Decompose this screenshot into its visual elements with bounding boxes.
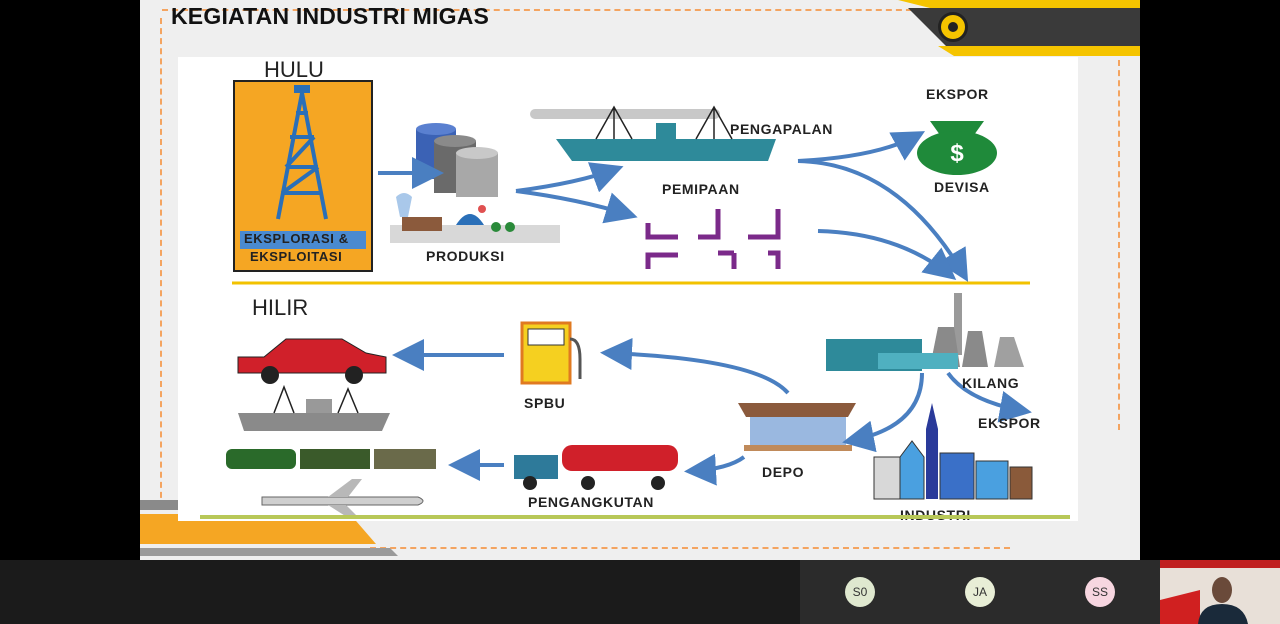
participant-video-tile[interactable]: [1160, 560, 1280, 624]
cargo-ship-icon: [238, 384, 390, 431]
slide-title: KEGIATAN INDUSTRI MIGAS: [171, 3, 490, 29]
tanker-ship-icon: [530, 105, 776, 161]
label-ekspor-top: EKSPOR: [926, 86, 989, 102]
label-pengangkutan: PENGANGKUTAN: [528, 494, 654, 510]
label-eksplorasi-1: EKSPLORASI &: [244, 231, 349, 246]
label-eksplorasi-2: EKSPLOITASI: [250, 249, 343, 264]
svg-text:$: $: [950, 140, 964, 167]
money-bag-icon: $: [917, 121, 997, 175]
participant-tile[interactable]: SS: [1040, 560, 1160, 624]
production-tanks-icon: [390, 123, 560, 243]
ministry-logo-icon: [938, 12, 968, 42]
participant-avatar: SS: [1085, 577, 1115, 607]
participant-avatar: S0: [845, 577, 875, 607]
label-kilang: KILANG: [962, 375, 1020, 391]
decor-dash-top: [162, 9, 922, 11]
train-icon: [226, 449, 436, 469]
flow-arrows: [378, 131, 1032, 486]
decor-bottom-line: [200, 515, 1070, 519]
oil-gas-diagram: $: [178, 57, 1078, 523]
label-devisa: DEVISA: [934, 179, 990, 195]
decor-dash-right: [1118, 60, 1120, 430]
shared-slide: KEGIATAN INDUSTRI MIGAS: [140, 0, 1140, 560]
industry-buildings-icon: [873, 403, 1033, 500]
decor-stripes: [140, 500, 398, 556]
diagram-graphics: $: [226, 80, 1033, 519]
tanker-truck-icon: [514, 445, 678, 490]
gas-pump-icon: [520, 321, 582, 385]
participant-tile[interactable]: JA: [920, 560, 1040, 624]
depot-icon: [738, 403, 856, 451]
label-produksi: PRODUKSI: [426, 248, 505, 264]
label-depo: DEPO: [762, 464, 805, 480]
hilir-heading: HILIR: [252, 295, 309, 320]
decor-dash-left: [160, 18, 162, 508]
participant-tile[interactable]: S0: [800, 560, 920, 624]
participant-avatar: JA: [965, 577, 995, 607]
pipeline-icon: [645, 209, 781, 269]
exploration-rig-icon: [233, 80, 373, 272]
airplane-icon: [261, 479, 424, 519]
car-icon: [237, 338, 387, 384]
hulu-heading: HULU: [264, 57, 324, 82]
refinery-icon: [826, 293, 1024, 371]
label-ekspor-bottom: EKSPOR: [978, 415, 1041, 431]
header-band: [898, 0, 1140, 56]
label-pengapalan: PENGAPALAN: [730, 121, 833, 137]
decor-dash-bottom: [370, 547, 1010, 549]
speaker-video-icon: [1160, 560, 1280, 624]
label-pemipaan: PEMIPAAN: [662, 181, 740, 197]
label-spbu: SPBU: [524, 395, 566, 411]
